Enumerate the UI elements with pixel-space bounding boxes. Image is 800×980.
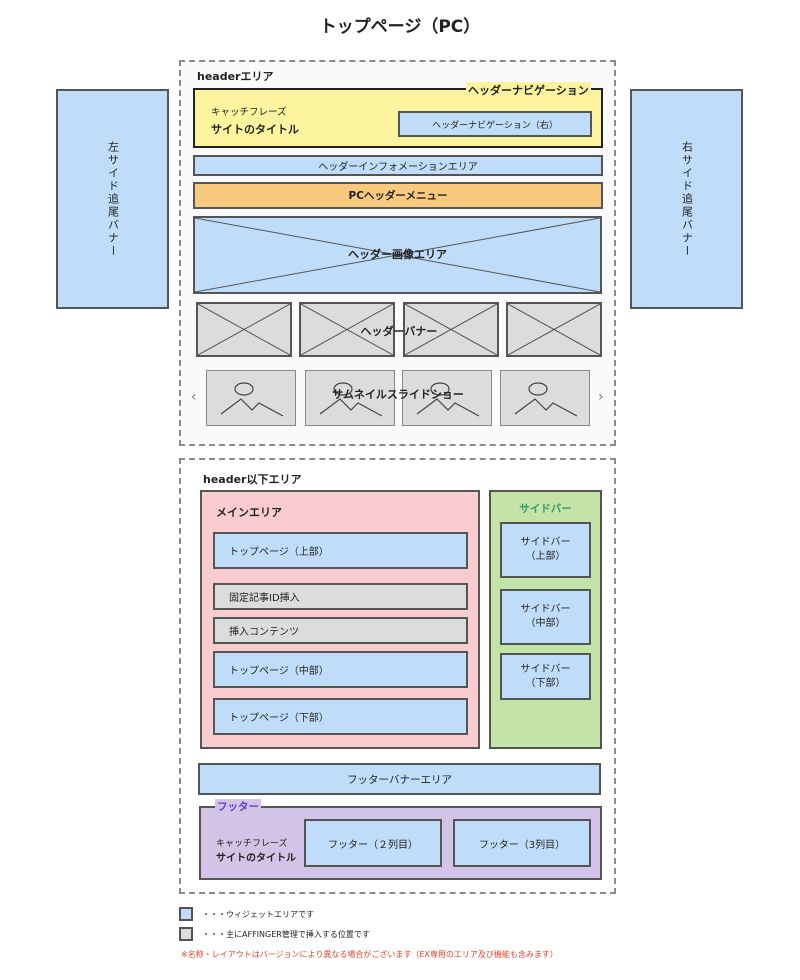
slideshow-thumb-1 [206,370,296,426]
legend-note: ※名称・レイアウトはバージョンにより異なる場合がございます（EX専用のエリア及び… [181,950,558,959]
image-placeholder-icon [301,304,393,355]
slideshow-thumb-3 [402,370,492,426]
sidebar-lower-widget: サイドバー （下部） [500,653,591,700]
footer-area-label: フッター [215,799,261,814]
header-navigation-tag: ヘッダーナビゲーション [466,82,591,98]
legend-affinger-swatch [179,927,193,941]
header-image-area [193,216,602,294]
sidebar-middle-widget: サイドバー （中部） [500,589,591,645]
insert-contents: 挿入コンテンツ [213,617,468,644]
header-banner-4 [506,302,602,357]
sidebar-upper-widget: サイドバー （上部） [500,522,591,578]
sidebar-lower-line1: サイドバー [520,663,571,675]
header-site-title: サイトのタイトル [211,123,299,136]
header-banner-label: ヘッダーバナー [360,325,438,338]
slideshow-label: サムネイルスライドショー [332,388,464,401]
sidebar-lower-line2: （下部） [525,677,566,689]
slideshow-thumb-4 [500,370,590,426]
main-area-label: メインエリア [216,506,282,519]
slideshow-prev-icon[interactable]: ‹ [191,389,197,405]
header-banner-3 [403,302,499,357]
image-placeholder-icon [198,304,290,355]
footer-column-2: フッター（２列目） [304,819,442,867]
header-banner-1 [196,302,292,357]
page-title: トップページ（PC） [319,17,481,37]
image-icon [319,382,383,417]
legend-widget-swatch [179,907,193,921]
header-info-area: ヘッダーインフォメーションエリア [193,155,603,176]
right-side-banner: 右サイド追尾バナー [630,89,743,309]
top-page-lower-widget: トップページ（下部） [213,698,468,735]
header-banner-2 [299,302,395,357]
header-image-area-label: ヘッダー画像エリア [348,248,447,261]
image-icon [220,382,284,417]
fixed-article-id-insert: 固定記事ID挿入 [213,583,468,610]
slideshow-next-icon[interactable]: › [598,389,604,405]
footer-banner-area: フッターバナーエリア [198,763,601,795]
top-page-upper-widget: トップページ（上部） [213,532,468,569]
legend-widget-text: ・・・ウィジェットエリアです [202,910,314,919]
image-placeholder-icon [508,304,600,355]
footer-catchphrase: キャッチフレーズ [216,839,288,849]
sidebar-area-label: サイドバー [519,503,572,515]
sidebar-middle-line1: サイドバー [520,604,571,615]
legend-affinger-text: ・・・主にAFFINGER管理で挿入する位置です [202,930,370,939]
right-side-banner-label: 右サイド追尾バナー [680,140,694,258]
image-icon [514,382,578,417]
sidebar-upper-line1: サイドバー [520,537,571,548]
header-image-placeholder-icon [195,218,600,292]
left-side-banner-label: 左サイド追尾バナー [106,140,120,258]
footer-site-title: サイトのタイトル [216,853,296,864]
footer-column-3: フッター（3列目） [453,819,591,867]
header-catchphrase: キャッチフレーズ [211,107,287,118]
lower-area-label: header以下エリア [203,473,302,486]
sidebar-upper-line2: （上部） [525,551,566,562]
sidebar-middle-line2: （中部） [525,618,566,629]
top-page-middle-widget: トップページ（中部） [213,651,468,688]
left-side-banner: 左サイド追尾バナー [56,89,169,309]
header-area-label: headerエリア [197,70,274,83]
header-navigation-right: ヘッダーナビゲーション（右） [398,111,592,137]
slideshow-thumb-2 [305,370,395,426]
image-icon [416,382,480,417]
image-placeholder-icon [405,304,497,355]
pc-header-menu: PCヘッダーメニュー [193,182,603,209]
